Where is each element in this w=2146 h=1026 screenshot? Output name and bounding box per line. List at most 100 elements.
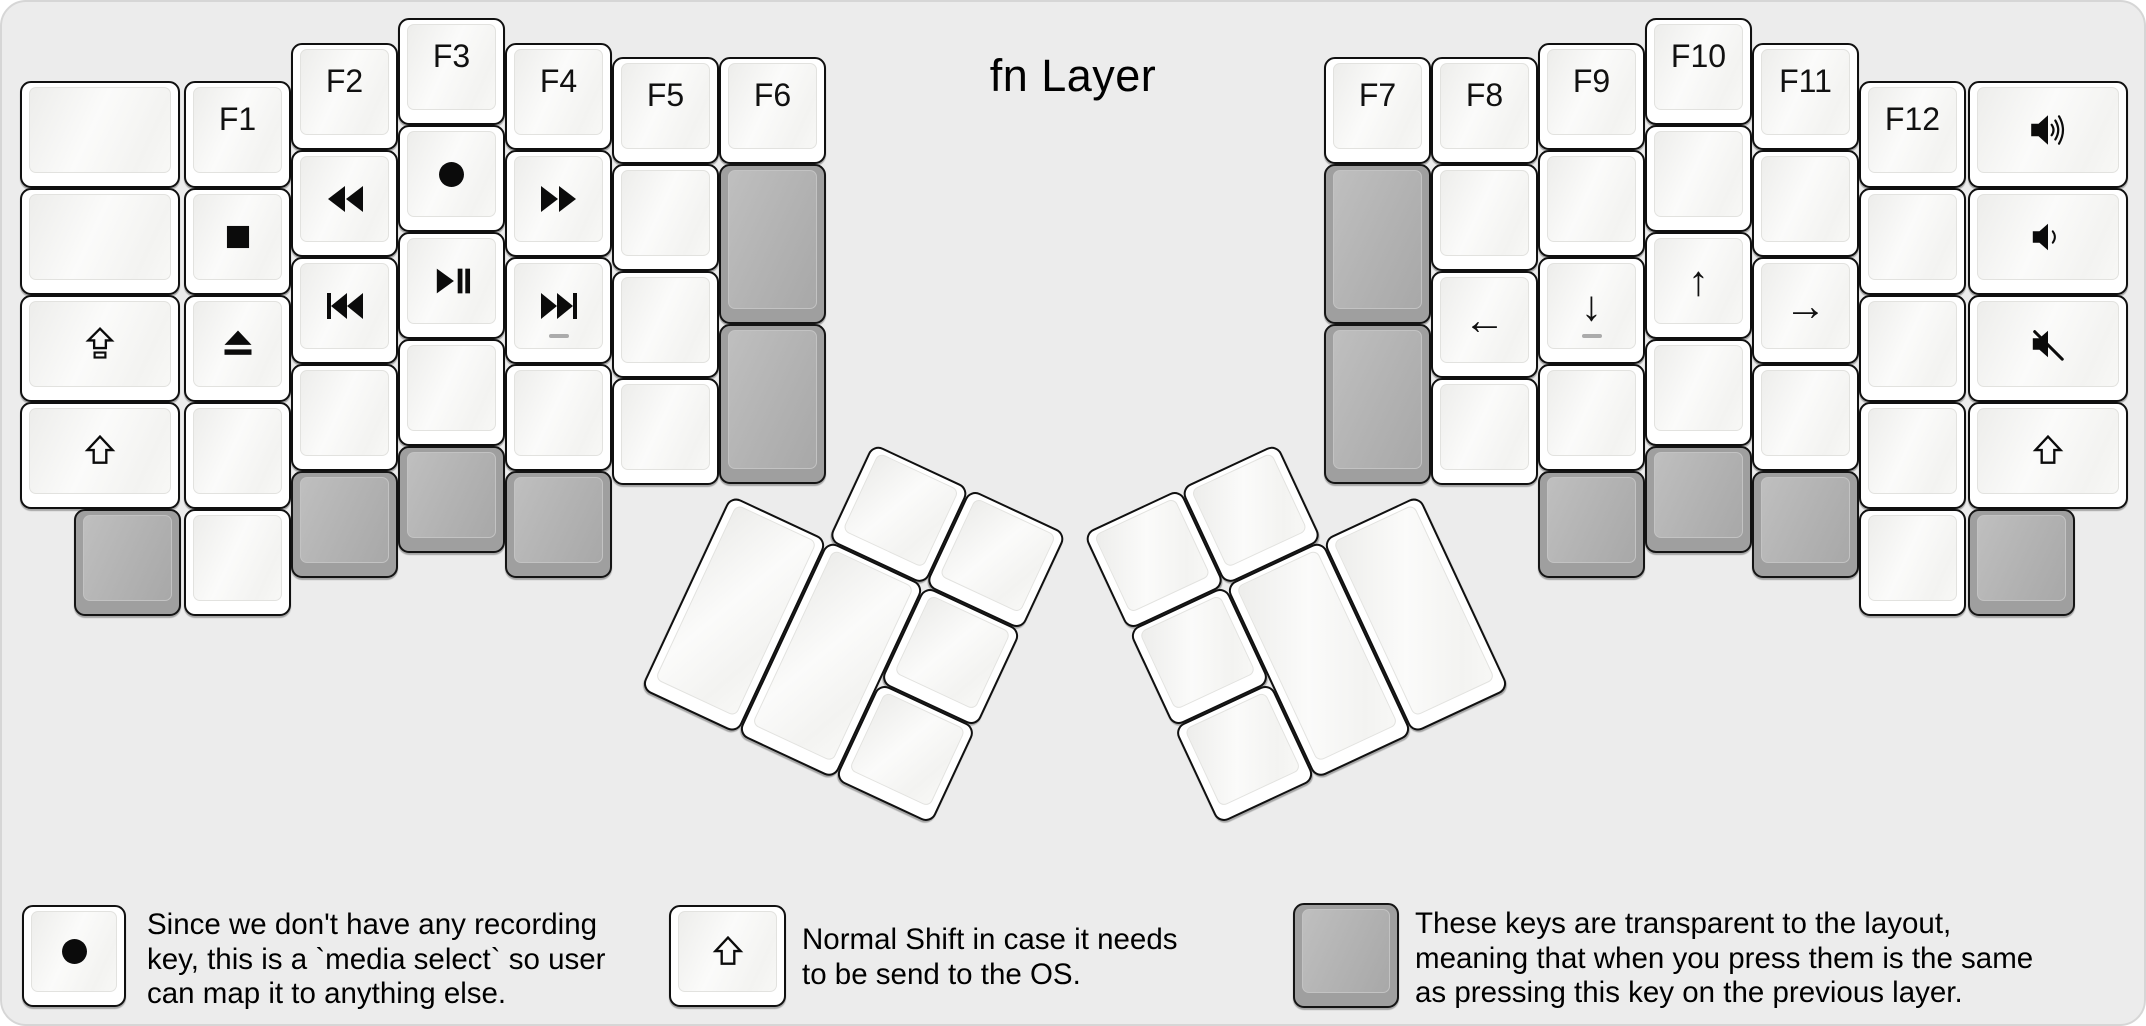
keycap-surface — [1977, 194, 2119, 280]
keycap-surface — [1868, 408, 1957, 494]
key-shift-sample[interactable] — [669, 905, 786, 1007]
key-label: F1 — [218, 101, 257, 137]
key-blank[interactable] — [612, 378, 719, 485]
key-blank[interactable] — [1859, 402, 1966, 509]
key-blank[interactable] — [1859, 509, 1966, 616]
key-transparent[interactable] — [1324, 164, 1431, 324]
key-f4[interactable]: F4 — [505, 43, 612, 150]
key-transparent[interactable] — [1968, 509, 2075, 616]
keycap-surface — [1977, 515, 2066, 601]
key-blank[interactable] — [20, 81, 180, 188]
key-volume-up[interactable] — [1968, 81, 2128, 188]
key-transparent[interactable] — [1324, 324, 1431, 484]
keycap-surface: ↓ — [1547, 263, 1636, 349]
key-f10[interactable]: F10 — [1645, 18, 1752, 125]
key-transparent[interactable] — [398, 446, 505, 553]
key-rewind[interactable] — [291, 150, 398, 257]
key-blank[interactable] — [1645, 339, 1752, 446]
key-media-select-sample[interactable] — [22, 905, 126, 1007]
key-transparent[interactable] — [74, 509, 181, 616]
key-blank[interactable] — [184, 402, 291, 509]
keycap-surface — [1761, 370, 1850, 456]
key-arrow-right[interactable]: → — [1752, 257, 1859, 364]
key-blank[interactable] — [291, 364, 398, 471]
key-label: F7 — [1358, 77, 1397, 113]
key-transparent[interactable] — [1538, 471, 1645, 578]
keycap-surface: F9 — [1547, 49, 1636, 135]
key-play-pause[interactable] — [398, 232, 505, 339]
keycap-surface — [407, 345, 496, 431]
key-mute[interactable] — [1968, 295, 2128, 402]
keycap-surface — [407, 131, 496, 217]
key-transparent[interactable] — [505, 471, 612, 578]
keycap-surface: F2 — [300, 49, 389, 135]
key-arrow-up[interactable]: ↑ — [1645, 232, 1752, 339]
key-blank[interactable] — [1645, 125, 1752, 232]
key-blank[interactable] — [1431, 378, 1538, 485]
key-blank[interactable] — [184, 509, 291, 616]
key-blank[interactable] — [1431, 164, 1538, 271]
key-label: F5 — [646, 77, 685, 113]
eject-icon — [220, 326, 256, 362]
key-f6[interactable]: F6 — [719, 57, 826, 164]
key-blank[interactable] — [1859, 295, 1966, 402]
key-blank[interactable] — [398, 339, 505, 446]
key-f7[interactable]: F7 — [1324, 57, 1431, 164]
prev-icon — [325, 286, 365, 326]
keycap-surface — [621, 170, 710, 256]
keycap-surface — [621, 277, 710, 363]
key-blank[interactable] — [20, 188, 180, 295]
key-arrow-left[interactable]: ← — [1431, 271, 1538, 378]
legend-key-media-select — [22, 905, 126, 1007]
key-blank[interactable] — [612, 164, 719, 271]
record-icon — [433, 156, 470, 193]
keycap-surface — [1977, 301, 2119, 387]
keycap-surface: F7 — [1333, 63, 1422, 149]
key-volume-down[interactable] — [1968, 188, 2128, 295]
key-f8[interactable]: F8 — [1431, 57, 1538, 164]
key-blank[interactable] — [1538, 364, 1645, 471]
key-caps-lock[interactable] — [20, 295, 180, 402]
key-media-select[interactable] — [398, 125, 505, 232]
key-label: F3 — [432, 38, 471, 74]
keycap-surface — [621, 384, 710, 470]
key-f1[interactable]: F1 — [184, 81, 291, 188]
key-blank[interactable] — [505, 364, 612, 471]
keycap-surface: F4 — [514, 49, 603, 135]
key-shift[interactable] — [20, 402, 180, 509]
key-f5[interactable]: F5 — [612, 57, 719, 164]
key-transparent[interactable] — [719, 164, 826, 324]
key-transparent-sample[interactable] — [1293, 903, 1399, 1008]
key-next-track[interactable] — [505, 257, 612, 364]
key-transparent[interactable] — [291, 471, 398, 578]
keycap-surface — [29, 408, 171, 494]
key-prev-track[interactable] — [291, 257, 398, 364]
key-stop[interactable] — [184, 188, 291, 295]
key-blank[interactable] — [612, 271, 719, 378]
key-f12[interactable]: F12 — [1859, 81, 1966, 188]
key-f3[interactable]: F3 — [398, 18, 505, 125]
key-f9[interactable]: F9 — [1538, 43, 1645, 150]
key-label: ↑ — [1688, 257, 1709, 304]
voldown-icon — [2028, 218, 2068, 256]
sub-legend-dash — [548, 334, 569, 338]
legend-note-transparent: These keys are transparent to the layout… — [1415, 907, 2033, 1011]
legend-line: Normal Shift in case it needs — [802, 923, 1178, 956]
key-blank[interactable] — [1752, 150, 1859, 257]
key-f11[interactable]: F11 — [1752, 43, 1859, 150]
key-blank[interactable] — [1752, 364, 1859, 471]
key-shift[interactable] — [1968, 402, 2128, 509]
key-eject[interactable] — [184, 295, 291, 402]
legend-line: These keys are transparent to the layout… — [1415, 907, 1952, 940]
key-blank[interactable] — [1859, 188, 1966, 295]
key-f2[interactable]: F2 — [291, 43, 398, 150]
key-arrow-down[interactable]: ↓ — [1538, 257, 1645, 364]
key-transparent[interactable] — [1752, 471, 1859, 578]
key-fast-forward[interactable] — [505, 150, 612, 257]
key-transparent[interactable] — [719, 324, 826, 484]
key-label: → — [1784, 282, 1827, 329]
key-transparent[interactable] — [1645, 446, 1752, 553]
keycap-surface — [407, 452, 496, 538]
key-blank[interactable] — [1538, 150, 1645, 257]
